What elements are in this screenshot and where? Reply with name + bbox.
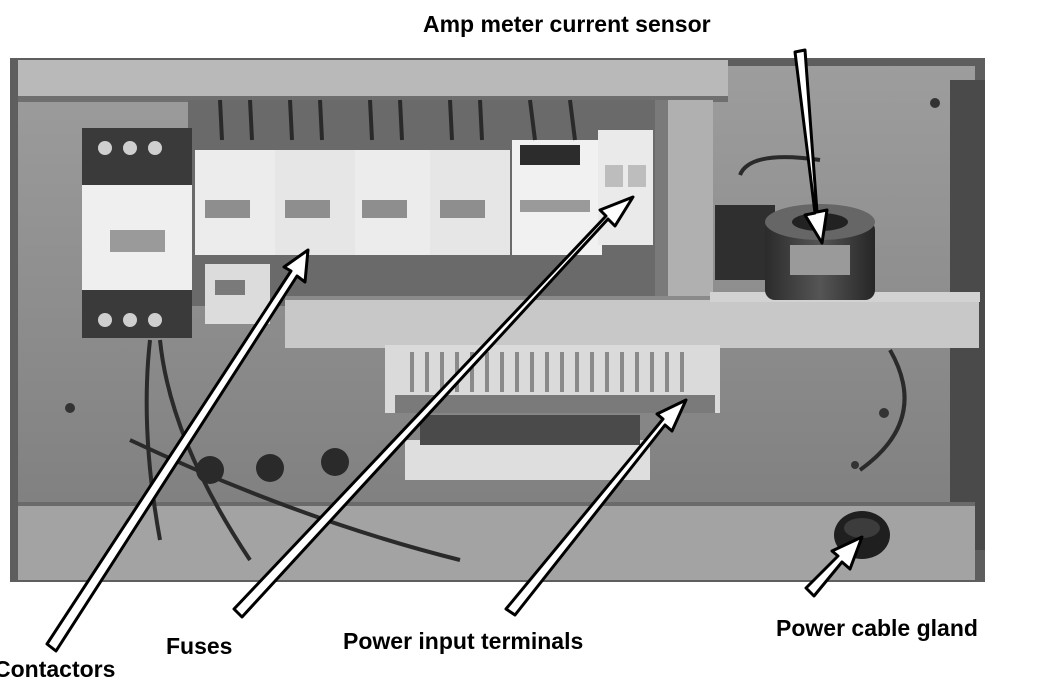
contactors-label: Contactors xyxy=(0,656,116,682)
fuse-block xyxy=(512,130,653,255)
terminal-block xyxy=(385,345,720,480)
power-gland-arrow xyxy=(804,535,864,598)
power-input-arrow xyxy=(504,398,688,617)
circuit-breaker xyxy=(82,128,192,338)
fuses-arrow xyxy=(232,195,635,619)
cable-glands xyxy=(196,448,890,559)
amp-meter-arrow xyxy=(793,48,829,245)
fuses-label: Fuses xyxy=(166,633,233,659)
power-gland-label: Power cable gland xyxy=(776,615,978,641)
current-sensor xyxy=(715,204,875,300)
power-input-label: Power input terminals xyxy=(343,628,584,654)
callout-arrows xyxy=(45,48,864,653)
contactor-row xyxy=(195,150,510,324)
amp-meter-label: Amp meter current sensor xyxy=(423,11,711,37)
contactors-arrow xyxy=(45,248,310,653)
